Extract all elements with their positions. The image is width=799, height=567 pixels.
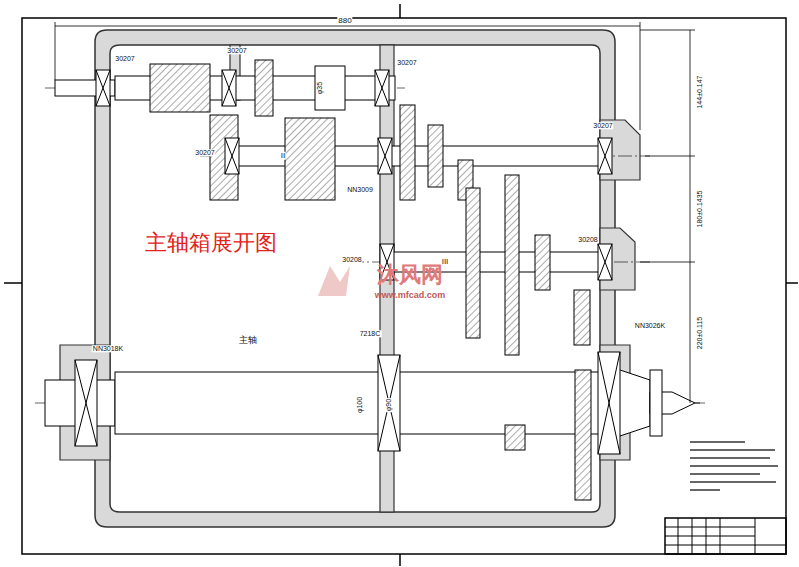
dimension-label: NN3018K (92, 345, 124, 352)
dimension-label: 主轴 (238, 336, 258, 345)
dimension-label: 30208 (341, 256, 362, 263)
dimension-label: 880 (337, 17, 352, 25)
dimension-label: φ35 (316, 81, 323, 95)
dimension-label: φ90 (385, 398, 392, 412)
dimension-label: II (280, 152, 286, 160)
dimension-label: φ100 (356, 396, 363, 414)
drawing-title: 主轴箱展开图 (145, 228, 277, 258)
dimension-label: NN3026K (634, 322, 666, 329)
dimension-label: 30207 (396, 59, 417, 66)
dimension-label: 180±0.1435 (696, 190, 703, 229)
watermark: 沐风网 (376, 263, 444, 286)
dimension-label: 220±0.115 (696, 316, 703, 351)
dimension-label: 30207 (592, 122, 613, 129)
dimension-label: NN3009 (346, 186, 374, 193)
dimension-label: 30207 (114, 55, 135, 62)
dimension-label: 30207 (226, 47, 247, 54)
watermark: www.mfcad.com (374, 291, 447, 300)
dimension-label: 144±0.147 (696, 74, 703, 109)
dimension-label: 30208 (577, 236, 598, 243)
dimension-label: 30207 (194, 149, 215, 156)
dimension-label: 7218C (359, 330, 382, 337)
